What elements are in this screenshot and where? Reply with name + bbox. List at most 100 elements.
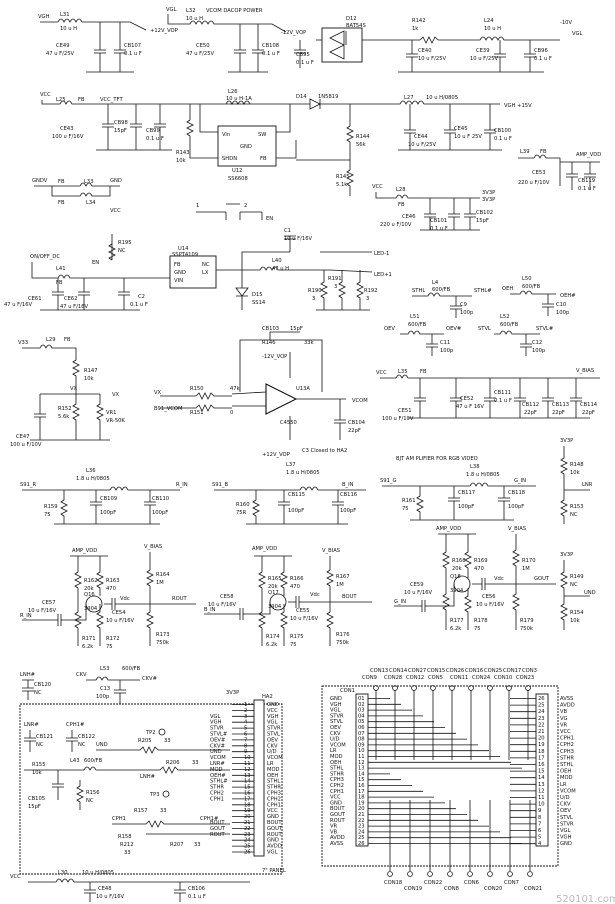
- r171-value: 6.2k: [82, 644, 93, 650]
- con-top-label-2: CON11: [450, 675, 468, 681]
- b91-vcom-label: B91_VCOM: [154, 406, 182, 412]
- l40-ref: L40: [272, 258, 282, 264]
- r142-ref: R142: [412, 18, 426, 24]
- cb96-value: 0.1 u F: [534, 56, 552, 62]
- vr1-value: VR-50K: [106, 418, 125, 424]
- b-in-amp: B_IN: [204, 607, 216, 613]
- cb109-ref: CB109: [100, 496, 117, 502]
- oev-in: OEV: [384, 326, 395, 332]
- con2-pin-number: 4: [538, 841, 542, 847]
- ha2-pin-name: GND: [267, 838, 279, 844]
- con1-pin-number: 24: [358, 829, 365, 835]
- ha2-pin-name: STHR: [267, 785, 281, 791]
- r191-value: 3: [334, 284, 337, 290]
- ha2-pin-number: 11: [244, 761, 251, 767]
- r167-ref: R167: [336, 574, 350, 580]
- p3v-und: 3V3P: [560, 552, 573, 558]
- con1-pin-signal: CPH3: [330, 777, 344, 783]
- cb118-ref: CB118: [508, 490, 525, 496]
- cb101-ref: CB101: [430, 218, 447, 224]
- ce51-value: 100 u F/10V: [382, 416, 414, 422]
- ce43-ref: CE43: [60, 126, 74, 132]
- lnh-label-2: LNH#: [140, 774, 155, 780]
- con-top-label-2: CON5: [428, 675, 443, 681]
- d14-ref: D14: [296, 94, 307, 100]
- l28-fb: FB: [398, 202, 405, 208]
- c13-ref: C13: [100, 686, 110, 692]
- con-top-label-2: CON10: [494, 675, 512, 681]
- ha2-pin-number: 1: [244, 702, 247, 708]
- cb99-value: 0.1 u F: [146, 136, 164, 142]
- con2-pin-number: 18: [538, 749, 545, 755]
- v33-label: V33: [18, 340, 28, 346]
- u12-body: [217, 125, 277, 167]
- con2-pin-signal: MOD: [560, 775, 573, 781]
- con-bottom-label: CON19: [404, 886, 422, 892]
- lnr-label-bl: LNR#: [24, 722, 39, 728]
- ha2-signal-label: STHL#: [210, 779, 228, 785]
- u14-ref: U14: [178, 246, 189, 252]
- tp3-pad: [162, 790, 170, 798]
- sw-1: 1: [196, 203, 199, 209]
- vx-input: VX: [154, 390, 162, 396]
- r-in-label: R_IN: [176, 482, 188, 488]
- ce54-ref: CE54: [112, 610, 126, 616]
- con1-pin-number: 25: [358, 835, 365, 841]
- con-top-label: CON16: [465, 668, 483, 674]
- r146-ref: R146: [262, 340, 276, 346]
- con2-pin-number: 22: [538, 722, 545, 728]
- ce55-ref: CE55: [296, 608, 310, 614]
- vcom-output: VCOM: [352, 398, 368, 404]
- ckv-in: CKV: [76, 672, 87, 678]
- r206-ref: R206: [166, 760, 180, 766]
- p3v-top-label: 3V3P: [482, 190, 495, 196]
- con2-pin-signal: STHL: [560, 762, 573, 768]
- ha2-signal-label: LNR#: [210, 761, 225, 767]
- l37-ref: L37: [286, 462, 296, 468]
- vcc-label-3v3: VCC: [372, 184, 383, 190]
- l41-ref: L41: [56, 266, 66, 272]
- r147-ref: R147: [84, 368, 98, 374]
- l38-ref: L38: [470, 464, 480, 470]
- r143-ref: R143: [176, 150, 190, 156]
- cb105-ref: CB105: [28, 796, 45, 802]
- ha2-pin-number: 6: [244, 732, 247, 738]
- con2-pin-signal: OEV: [560, 808, 571, 814]
- con2-pin-number: 13: [538, 782, 545, 788]
- ce50-ref: CE50: [196, 43, 210, 49]
- ce43-value: 100 u F/16V: [52, 134, 84, 140]
- l27-value: 10 u H/0805: [426, 95, 458, 101]
- r163-ref: R163: [106, 578, 120, 584]
- l36-ref: L36: [86, 468, 96, 474]
- cb101-value: 0.1 u F: [430, 226, 448, 232]
- r179-value: 750k: [520, 626, 533, 632]
- und-bl: UND: [96, 742, 108, 748]
- cph1-label-bl: CPH1#: [66, 722, 84, 728]
- ha2-signal-label: VGL: [210, 714, 221, 720]
- r148-ref: R148: [570, 462, 584, 468]
- con1-pin-number: 09: [358, 742, 365, 748]
- cb102-value: 15pF: [476, 218, 489, 224]
- ha2-pin-number: 17: [244, 796, 251, 802]
- con2-pin-number: 17: [538, 755, 545, 761]
- en-label: EN: [266, 216, 273, 222]
- ha2-pin-number: 25: [244, 844, 251, 850]
- con1-pin-signal: STHR: [330, 771, 344, 777]
- l52-ref: L52: [500, 314, 510, 320]
- ha2-pin-number: 9: [244, 749, 247, 755]
- cb119-value: 0.1 u F: [578, 186, 596, 192]
- lnh-label: LNH#: [20, 672, 35, 678]
- vgl-label: VGL: [166, 7, 177, 13]
- ha2-pin-name: GND: [267, 702, 279, 708]
- amp-stage-g: AMP_VDD V_BIAS Q18 3904 R168 20k R169 47…: [394, 526, 596, 632]
- vdc-g: Vdc: [494, 576, 504, 582]
- r212-ref: R212: [120, 842, 134, 848]
- vcom-dacop-title: VCOM DACOP POWER: [206, 8, 263, 14]
- ce62-value: 47 u F/16V: [60, 304, 89, 310]
- l24-ref: L24: [484, 18, 494, 24]
- l43-ref: L43: [70, 758, 80, 764]
- u12-ref: U12: [232, 168, 242, 174]
- r149-ref: R149: [570, 574, 584, 580]
